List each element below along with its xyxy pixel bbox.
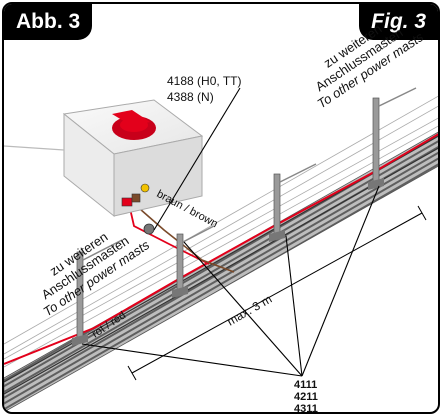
track-bed	[4, 131, 438, 412]
mast-article-1: 4111	[294, 379, 317, 391]
mast-4	[368, 87, 417, 190]
figure-frame: Abb. 3 Fig. 3	[2, 2, 440, 414]
mast-2	[172, 225, 215, 298]
figure-title-de: Abb. 3	[4, 4, 93, 40]
article-label-secondary: 4388 (N)	[167, 90, 214, 104]
article-label-primary: 4188 (H0, TT)	[167, 74, 241, 88]
mast-article-2: 4211	[294, 391, 318, 403]
control-box	[4, 99, 204, 218]
other-masts-note-left: zu weiteren Anschlussmasten To other pow…	[39, 229, 153, 319]
distance-label: max. 3 m	[225, 292, 275, 329]
mast-1	[72, 239, 123, 346]
distance-dimension	[127, 205, 427, 381]
red-wire-feed	[128, 203, 210, 265]
mast-article-numbers: 4111 4211 4311	[294, 379, 318, 414]
mast-3	[269, 163, 317, 242]
leader-lines	[81, 87, 380, 377]
mast-article-3: 4311	[294, 403, 318, 414]
wiring-diagram: 4188 (H0, TT) 4388 (N) braun / brown rot…	[4, 21, 438, 414]
figure-title-en: Fig. 3	[359, 4, 438, 40]
other-masts-note-right: zu weiteren Anschlussmasten To other pow…	[313, 21, 427, 111]
